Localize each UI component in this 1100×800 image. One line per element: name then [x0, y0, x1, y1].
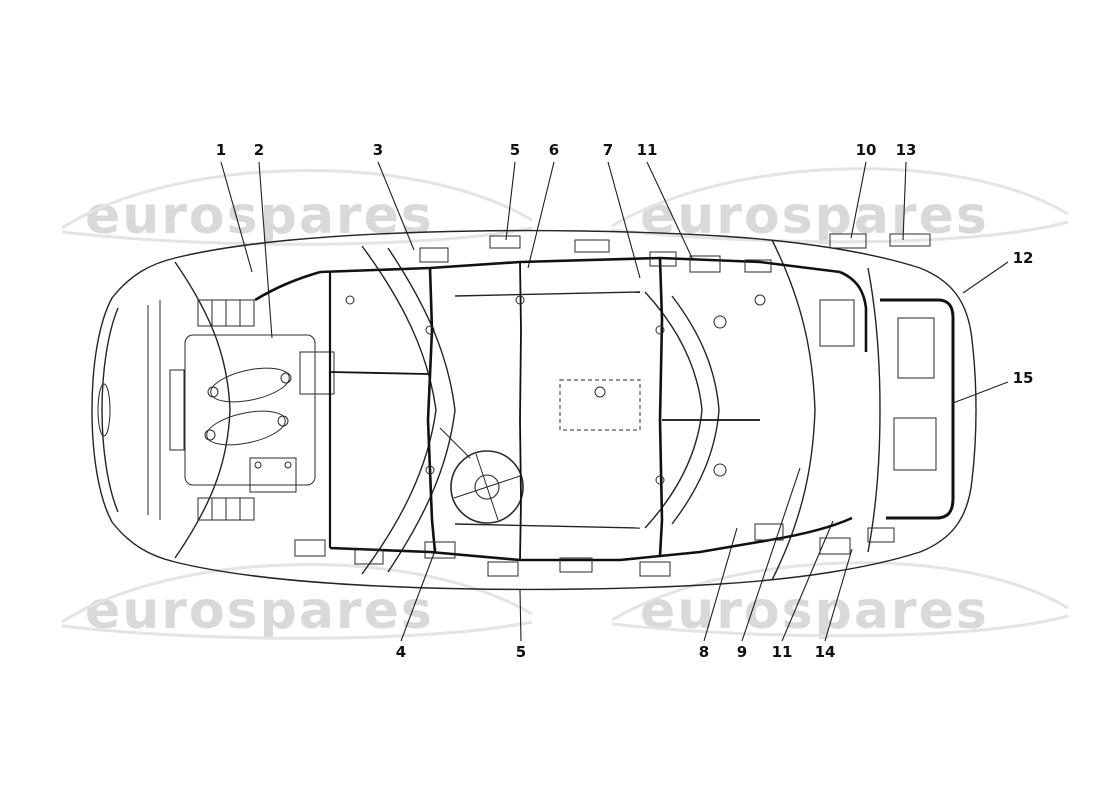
- callout-8: 8: [698, 643, 710, 661]
- callout-7: 7: [602, 141, 614, 159]
- callout-9: 9: [736, 643, 748, 661]
- callout-12: 12: [1012, 249, 1034, 267]
- component-boxes: [294, 233, 937, 577]
- callout-5-top: 5: [509, 141, 521, 159]
- callout-5-bottom: 5: [515, 643, 527, 661]
- steering-wheel: [439, 427, 524, 524]
- callout-14: 14: [814, 643, 836, 661]
- callout-11-top: 11: [636, 141, 658, 159]
- leader-lines: [220, 161, 1009, 642]
- watermark-swoosh-shapes: [61, 167, 1069, 640]
- watermark-text-bottom-left: eurospares: [85, 581, 434, 641]
- wiring-harness: [254, 256, 955, 562]
- car-body-outline: [91, 229, 977, 591]
- callout-10: 10: [855, 141, 877, 159]
- engine-assembly: [147, 299, 335, 521]
- callout-11-bottom: 11: [771, 643, 793, 661]
- callout-4: 4: [395, 643, 407, 661]
- callout-1: 1: [215, 141, 227, 159]
- callout-15: 15: [1012, 369, 1034, 387]
- callout-2: 2: [253, 141, 265, 159]
- callout-6: 6: [548, 141, 560, 159]
- callout-3: 3: [372, 141, 384, 159]
- callout-13: 13: [895, 141, 917, 159]
- watermark-text-top-left: eurospares: [85, 186, 434, 246]
